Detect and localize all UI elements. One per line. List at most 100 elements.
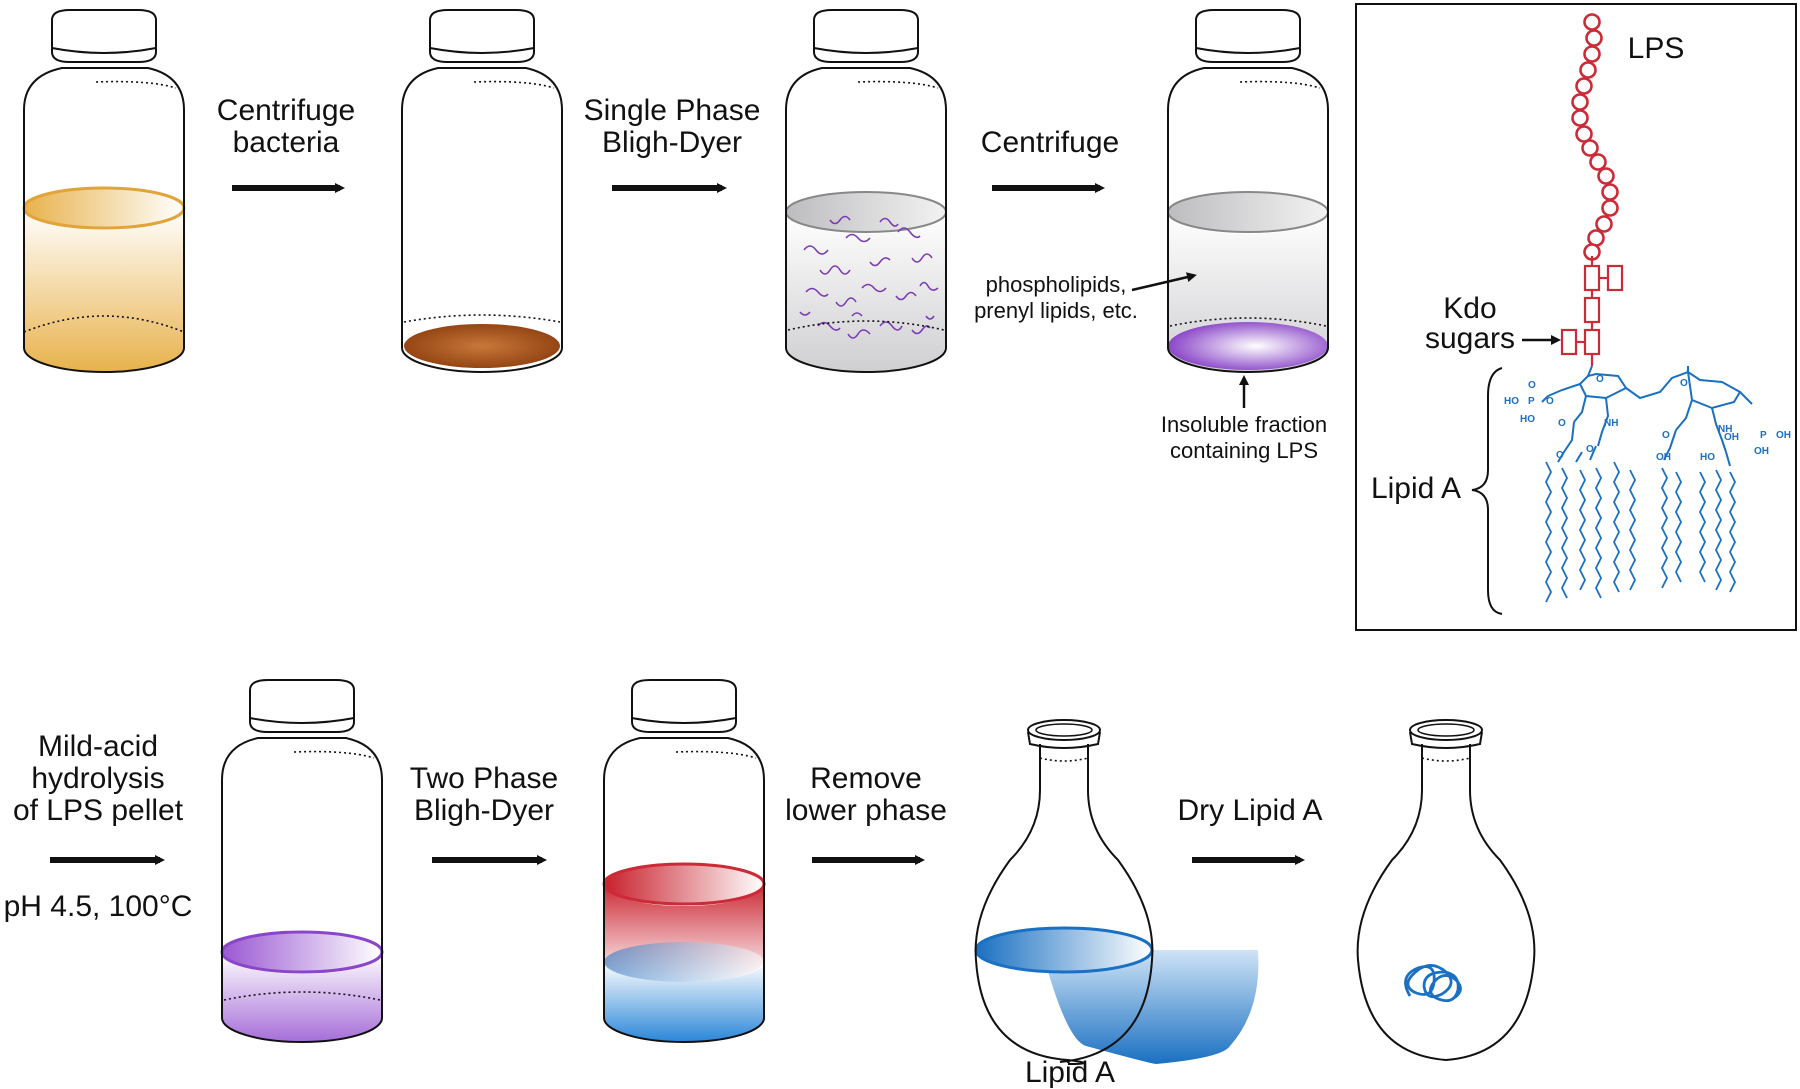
bottle-centrifuged-extract	[1167, 9, 1329, 373]
round-bottom-flask-lipid-a-solution	[974, 719, 1259, 1065]
chem-oh-b: OH	[1724, 432, 1739, 443]
o-antigen-sugar	[1579, 61, 1597, 79]
o-antigen-sugar	[1601, 183, 1619, 201]
lipid-a-inset-label: Lipid A	[1371, 472, 1461, 505]
annotation-pellet-l1: Insoluble fraction	[1161, 412, 1327, 437]
round-bottom-flask-dried-lipid-a	[1356, 719, 1536, 1062]
acyl-chain	[1728, 471, 1737, 593]
chem-o-ester1: O	[1558, 418, 1566, 429]
flask-mouth	[1027, 719, 1101, 741]
chem-o-a: O	[1528, 380, 1536, 391]
acyl-chain	[1714, 469, 1723, 591]
acyl-chain	[1674, 471, 1683, 583]
fatty-acyl-chains	[1544, 461, 1737, 603]
annotation-supernatant-l1: phospholipids,	[986, 272, 1127, 297]
o-antigen-sugar	[1575, 125, 1593, 143]
flask-solution-surface	[974, 926, 1154, 974]
bottle-hydrolysate	[220, 679, 384, 1043]
lipid-a-brace	[1471, 367, 1503, 615]
solvent-surface	[785, 191, 947, 233]
acyl-chain	[1660, 467, 1669, 589]
step-label-single-phase-l1: Single Phase	[584, 94, 761, 127]
o-antigen-sugar	[1597, 167, 1615, 185]
lps-pellet	[1168, 322, 1328, 370]
chem-oh-r1: OH	[1776, 430, 1791, 441]
step-label-hydrolysis-l3: of LPS pellet	[13, 794, 184, 827]
o-antigen-sugar	[1581, 139, 1599, 157]
o-antigen-sugar	[1571, 109, 1589, 127]
acyl-chain	[1578, 469, 1587, 591]
chem-o-b: O	[1546, 396, 1554, 407]
lipid-a-chem-labels: HO P O O HO O O NH NH OH OH P OH OH HO O…	[1504, 374, 1791, 463]
kdo-label-l2: sugars	[1425, 322, 1515, 355]
o-antigen-sugar	[1587, 229, 1605, 247]
lipid-a-structure	[1541, 365, 1753, 467]
flask-mouth	[1409, 719, 1483, 741]
chem-ho-top: HO	[1504, 396, 1519, 407]
acyl-chain	[1594, 467, 1603, 599]
step-label-two-phase-l1: Two Phase	[410, 762, 558, 795]
step-label-two-phase-l2: Bligh-Dyer	[414, 794, 554, 827]
step-label-centrifuge: Centrifuge	[981, 126, 1119, 159]
bottle-two-phase	[602, 679, 766, 1043]
acyl-chain	[1628, 469, 1637, 591]
chem-oh-a: OH	[1656, 452, 1671, 463]
dried-lipid-a-film	[1404, 964, 1462, 1003]
bottle-cap	[1195, 9, 1301, 63]
chem-oh-r2: OH	[1754, 446, 1769, 457]
o-antigen-sugar	[1595, 215, 1613, 233]
bottle-cap	[813, 9, 919, 63]
chem-nh1: NH	[1604, 418, 1618, 429]
bottle-bacterial-pellet	[401, 9, 563, 373]
step-label-hydrolysis-condition: pH 4.5, 100°C	[4, 890, 193, 923]
chem-ho-mid: HO	[1520, 414, 1535, 425]
lps-label: LPS	[1628, 32, 1685, 65]
lps-structure-inset: LPS Kdo sugars Lipid A HO P	[1355, 3, 1797, 631]
arrow-to-supernatant	[1131, 272, 1197, 292]
o-antigen-sugar	[1583, 45, 1601, 63]
annotation-pellet-l2: containing LPS	[1170, 438, 1318, 463]
step-label-single-phase-l2: Bligh-Dyer	[602, 126, 742, 159]
o-antigen-sugar	[1583, 13, 1601, 31]
o-antigen-sugar	[1585, 29, 1603, 47]
acyl-chain	[1544, 461, 1553, 603]
bottle-cap	[631, 679, 737, 733]
hydrolysate-surface	[220, 930, 384, 974]
chem-p-left: P	[1528, 396, 1535, 407]
flask-label-lipid-a: Lipid A	[1025, 1056, 1115, 1089]
o-antigen-sugar	[1575, 77, 1593, 95]
o-antigen-chain	[1571, 13, 1619, 261]
kdo-label-l1: Kdo	[1443, 292, 1496, 325]
bottle-bacterial-culture	[22, 9, 186, 373]
step-label-remove-l1: Remove	[810, 762, 922, 795]
bacterial-pellet	[404, 324, 560, 368]
step-label-centrifuge-bacteria-l1: Centrifuge	[217, 94, 355, 127]
o-antigen-sugar	[1601, 199, 1619, 217]
step-label-dry-lipid-a: Dry Lipid A	[1177, 794, 1322, 827]
upper-phase-surface	[602, 862, 766, 906]
chem-o-ring1: O	[1596, 374, 1604, 385]
step-label-hydrolysis-l2: hydrolysis	[31, 762, 164, 795]
culture-surface	[22, 186, 186, 230]
acyl-chain	[1560, 467, 1569, 599]
o-antigen-sugar	[1589, 153, 1607, 171]
step-label-hydrolysis-l1: Mild-acid	[38, 730, 158, 763]
bottle-cap	[51, 9, 157, 63]
acyl-chain	[1612, 461, 1621, 593]
step-label-centrifuge-bacteria-l2: bacteria	[233, 126, 340, 159]
supernatant-surface	[1167, 191, 1329, 233]
lipid-squiggles	[799, 215, 939, 339]
chem-o-ring2: O	[1680, 378, 1688, 389]
o-antigen-sugar	[1571, 93, 1589, 111]
acyl-chain	[1698, 471, 1707, 583]
chem-o-ester4: O	[1662, 430, 1670, 441]
bottle-cap	[249, 679, 355, 733]
step-label-remove-l2: lower phase	[785, 794, 947, 827]
annotation-supernatant-l2: prenyl lipids, etc.	[974, 298, 1138, 323]
chem-o-ester2: O	[1556, 450, 1564, 461]
kdo-sugars	[1560, 256, 1624, 366]
bottle-single-phase-extract	[785, 9, 947, 373]
phase-interface	[604, 942, 764, 982]
chem-nh2: NH	[1718, 424, 1732, 435]
